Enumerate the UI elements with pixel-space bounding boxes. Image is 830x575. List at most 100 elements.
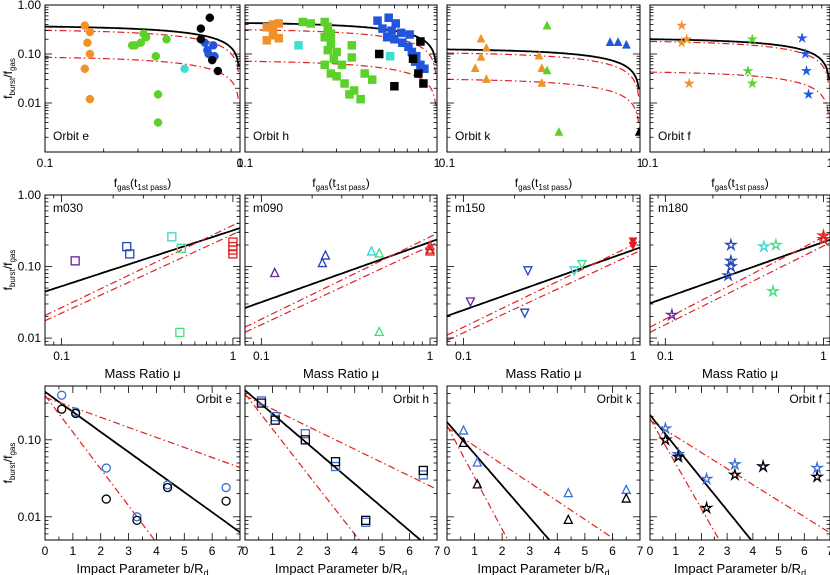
data-point [416, 37, 425, 46]
data-point [768, 237, 783, 252]
data-point [465, 297, 476, 308]
y-tick-label: 0.10 [18, 260, 42, 274]
y-tick-label: 0.01 [18, 510, 42, 524]
x-tick-label: 1 [630, 349, 637, 363]
data-point [337, 60, 347, 70]
data-point [323, 45, 333, 55]
y-tick-label: 0.10 [18, 433, 42, 447]
panel-label: m150 [455, 201, 485, 215]
model-curve-dashdot [650, 242, 830, 333]
x-axis-title-main: Impact Parameter b/R [275, 561, 402, 575]
data-point [196, 24, 206, 33]
data-point [361, 517, 371, 527]
data-point [755, 458, 771, 473]
data-point [356, 94, 365, 104]
model-curve-solid [650, 238, 830, 305]
data-point [320, 60, 329, 70]
x-axis-title-main: f [711, 176, 715, 190]
model-curve-solid [447, 421, 551, 540]
x-tick-label: 0 [242, 544, 249, 558]
data-point [628, 241, 638, 251]
x-tick-label: 4 [351, 544, 358, 558]
data-point [57, 404, 67, 414]
data-point [85, 49, 95, 59]
x-axis-title-main: f [515, 176, 519, 190]
plot-area [45, 390, 240, 540]
x-tick-label: 1 [637, 156, 644, 170]
model-curve-dashdot [245, 393, 360, 540]
model-curve-dashdot [245, 395, 437, 490]
panel-label: Orbit e [53, 129, 89, 143]
y-axis-title-sub2: gas [8, 250, 17, 263]
x-tick-label: 1 [70, 544, 77, 558]
y-axis-title-sub2: gas [8, 58, 17, 71]
data-point [382, 32, 392, 42]
data-point [366, 245, 377, 256]
data-point [317, 257, 328, 268]
model-curve-dashdot [447, 425, 509, 540]
panel-label: Orbit e [196, 392, 232, 406]
panel-label: Orbit k [455, 129, 491, 143]
x-tick-label: 6 [801, 544, 808, 558]
data-point [298, 17, 308, 27]
model-curve-dashdot [245, 232, 437, 328]
data-point [675, 36, 688, 48]
data-point [167, 232, 177, 242]
y-tick-label: 1.00 [18, 188, 42, 202]
model-curve-dashdot [45, 221, 240, 317]
data-point [658, 432, 673, 446]
x-axis-title-main: f [114, 176, 118, 190]
x-tick-label: 7 [827, 544, 830, 558]
data-point [330, 461, 341, 472]
data-point [542, 20, 552, 30]
model-curve-solid [650, 38, 830, 80]
x-axis-title-main: f [312, 176, 316, 190]
data-point [180, 64, 189, 74]
data-point [329, 54, 339, 63]
data-point [196, 34, 206, 44]
x-tick-label: 1 [820, 349, 827, 363]
data-point [816, 228, 830, 242]
x-axis-title: Mass Ratio μ [104, 366, 180, 381]
data-point [80, 64, 90, 74]
data-point [519, 308, 530, 319]
x-axis-title: Impact Parameter b/Rd [76, 561, 208, 575]
data-point [162, 482, 173, 493]
x-tick-label: 6 [406, 544, 413, 558]
data-point [340, 79, 349, 88]
y-tick-label: 1.00 [18, 0, 42, 12]
model-curve-dashdot [45, 230, 240, 322]
x-tick-label: 5 [775, 544, 782, 558]
panel-label: Orbit h [393, 392, 429, 406]
x-axis-title-sub: d [204, 568, 209, 575]
y-axis-title-sub1: burst [8, 461, 17, 480]
x-axis-title: Mass Ratio μ [702, 366, 778, 381]
data-point [765, 283, 781, 298]
x-axis-title-sub: gas [117, 183, 130, 192]
data-point [256, 398, 267, 408]
data-point [683, 77, 695, 89]
x-axis-title-sub: gas [316, 183, 329, 192]
x-axis-title-sub: gas [518, 183, 531, 192]
data-point [470, 63, 480, 73]
y-axis-title-sub2: gas [8, 443, 17, 456]
data-point [122, 241, 132, 252]
data-point [613, 37, 623, 46]
x-tick-label: 5 [379, 544, 386, 558]
x-tick-label: 6 [209, 544, 216, 558]
x-tick-label: 1 [427, 349, 434, 363]
plot-area [447, 421, 632, 540]
data-point [742, 64, 754, 76]
data-point [80, 21, 90, 30]
data-point [209, 41, 218, 50]
data-point [162, 34, 171, 44]
x-axis-title: fgas(t1st pass) [711, 176, 768, 192]
data-point [476, 51, 486, 61]
x-axis-title-rest: (t [329, 176, 337, 190]
model-curve-solid [45, 25, 240, 67]
data-point [332, 72, 341, 81]
plot-area [45, 13, 240, 127]
model-curve-dashdot [45, 395, 156, 540]
data-point [746, 77, 759, 89]
data-point [127, 41, 137, 50]
